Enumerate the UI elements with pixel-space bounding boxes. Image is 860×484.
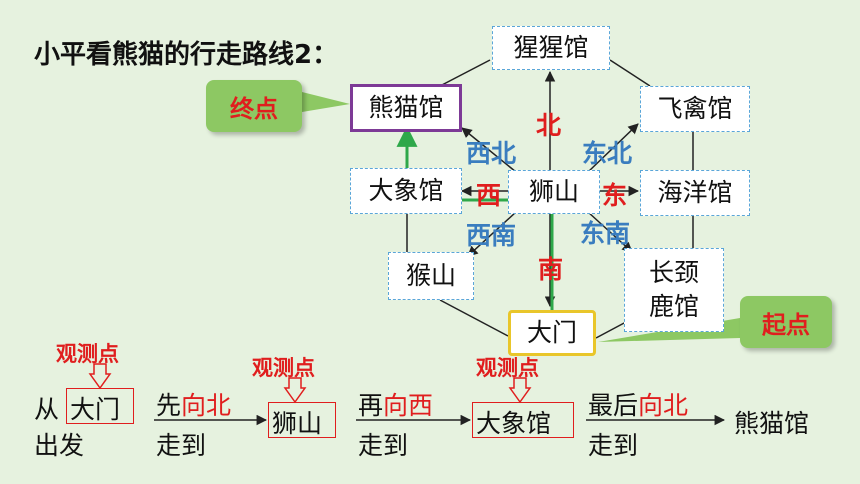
route-step1: 先向北 [156,386,231,422]
edge-orangutan-panda [439,59,491,87]
arrow-northeast [587,123,639,173]
node-ocean-house: 海洋馆 [640,170,750,216]
dir-southeast-label: 东南 [580,219,631,248]
dir-west-label: 西 [476,181,502,210]
dir-north-label: 北 [536,111,562,140]
edge-monkey-gate [439,299,509,337]
node-monkey-hill: 猴山 [388,252,474,300]
arrow-northwest [461,127,517,173]
dir-south-label: 南 [538,255,564,284]
arrow-southwest [467,211,517,257]
dir-northwest-label: 西北 [466,139,517,168]
route-step3-prefix: 最后 [588,391,639,420]
route-line [405,128,554,312]
node-giraffe-house: 长颈 鹿馆 [624,248,724,332]
route-step3-direction: 向北 [638,391,689,420]
route-step1-prefix: 先 [156,391,182,420]
route-gate-label: 大门 [70,395,121,424]
route-lion-label: 狮山 [272,409,323,438]
arrow-southeast [587,211,633,253]
callout-end-tail [302,92,350,112]
route-step1-direction: 向北 [181,391,232,420]
route-start-label: 出发 [34,431,85,460]
obs-arrow-2 [283,377,307,404]
route-step3-arrive: 走到 [588,431,639,460]
node-giraffe-line1: 长颈 [648,258,699,288]
route-step2-direction: 向西 [383,391,434,420]
node-main-gate: 大门 [508,310,596,356]
observation-point-label-3: 观测点 [476,356,539,380]
observation-point-label-1: 观测点 [56,342,119,366]
node-orangutan-house: 猩猩馆 [492,26,610,70]
obs-arrow-3 [508,377,532,404]
node-lion-hill: 狮山 [508,170,600,214]
route-step2: 再向西 [358,386,433,422]
dir-southwest-label: 西南 [466,221,517,250]
route-step2-arrive: 走到 [358,431,409,460]
edge-orangutan-aviary [609,59,651,87]
dir-northeast-label: 东北 [582,139,633,168]
route-step3: 最后向北 [588,386,688,422]
edge-gate-giraffe [595,321,627,339]
node-giraffe-line2: 鹿馆 [648,292,699,321]
node-elephant-house: 大象馆 [350,168,462,214]
route-lion-box [268,402,336,438]
callout-start-point: 起点 [740,296,832,348]
route-gate-box [66,388,134,424]
route-elephant-box [472,402,574,438]
route-step1-arrive: 走到 [156,431,207,460]
route-destination: 熊猫馆 [734,409,810,438]
route-elephant-label: 大象馆 [476,409,552,438]
route-step2-prefix: 再 [358,391,384,420]
obs-arrow-1 [88,363,112,390]
callout-end-point: 终点 [206,80,302,132]
page-title: 小平看熊猫的行走路线2： [34,40,339,70]
node-panda-house: 熊猫馆 [350,84,462,132]
observation-point-label-2: 观测点 [252,356,315,380]
route-from-char: 从 [34,395,60,424]
dir-east-label: 东 [602,181,628,210]
node-aviary: 飞禽馆 [640,86,750,132]
